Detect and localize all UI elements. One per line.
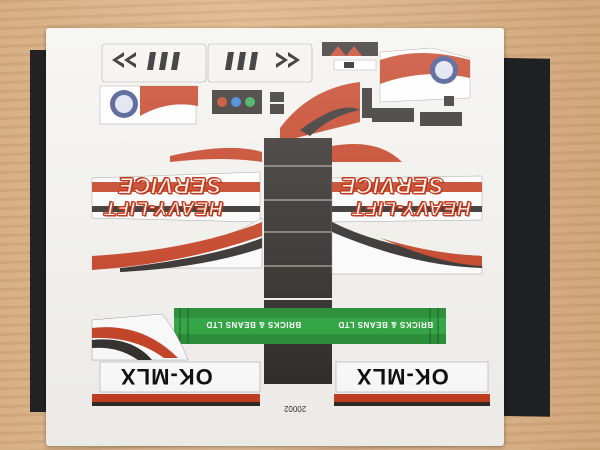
registration-sticker-left (99, 361, 489, 393)
swoosh-sticker-bottom-left (91, 313, 189, 361)
green-label-text-right: BRICKS & BEANS LTD (338, 320, 434, 329)
dark-plate-stickers (270, 88, 462, 126)
green-label-strip (174, 308, 446, 344)
chevron-icon-right (225, 52, 300, 70)
hazard-stripe-sticker (322, 42, 378, 71)
registration-text-right: OK-MLX (356, 364, 449, 389)
chevron-icon-left (112, 52, 180, 70)
service-text-right: SERVICE (340, 173, 445, 199)
registration-underline (92, 394, 490, 402)
green-label-text-left: BRICKS & BEANS LTD (206, 320, 302, 329)
sheet-number: 20002 (284, 404, 307, 413)
heavy-lift-text-left: HEAVY-LIFT (104, 197, 224, 219)
gauge-sticker (212, 90, 262, 114)
dark-center-strip (264, 138, 332, 384)
service-band-right (331, 175, 483, 223)
heavy-lift-emblem-right (379, 47, 471, 103)
registration-text-left: OK-MLX (120, 364, 213, 389)
service-text-left: SERVICE (118, 173, 223, 199)
chevron-sticker-left (101, 43, 313, 83)
heavy-lift-emblem-left (99, 85, 198, 125)
swoosh-sticker-lower (91, 217, 483, 275)
swoosh-sticker-upper (170, 82, 402, 162)
heavy-lift-text-right: HEAVY-LIFT (352, 197, 472, 219)
